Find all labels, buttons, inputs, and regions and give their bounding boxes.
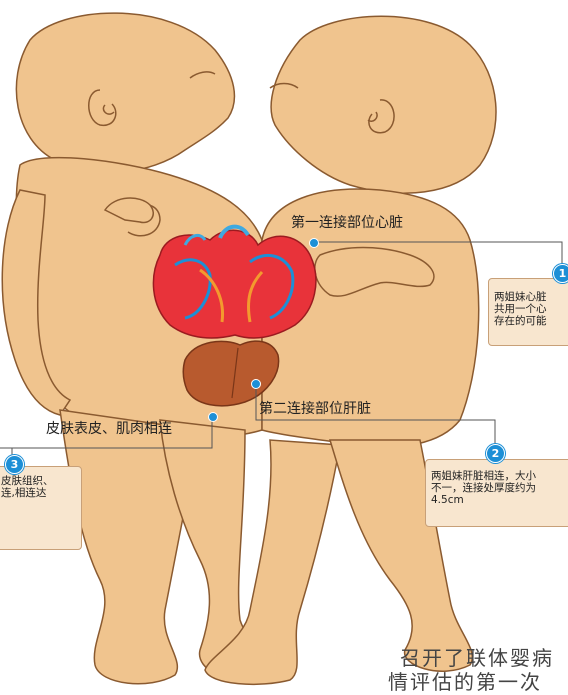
liver-number-badge: 2 [486,444,505,463]
liver-callout-line3: 4.5cm [431,494,568,506]
liver-connection-dot [251,379,261,389]
liver-callout-line2: 不一，连接处厚度约为 [431,482,568,494]
skin-callout-line1: 皮肤组织、 [1,475,76,487]
skin-number-badge: 3 [5,455,24,474]
liver-callout-line1: 两姐妹肝脏相连，大小 [431,470,568,482]
heart-callout-box: 两姐妹心脏 共用一个心 存在的可能 [488,278,568,346]
skin-callout-line2: 连,相连达 [1,487,76,499]
heart-number-badge: 1 [553,264,568,283]
caption-line-2: 情评估的第一次 [388,666,542,695]
heart-callout-line1: 两姐妹心脏 [494,291,568,303]
skin-connection-label: 皮肤表皮、肌肉相连 [46,418,172,438]
heart-illustration [153,227,315,338]
heart-callout-line3: 存在的可能 [494,315,568,327]
skin-callout-box: 皮肤组织、 连,相连达 [0,466,82,550]
heart-connection-dot [309,238,319,248]
heart-connection-label: 第一连接部位心脏 [291,212,403,232]
liver-callout-box: 两姐妹肝脏相连，大小 不一，连接处厚度约为 4.5cm [425,459,568,527]
skin-connection-dot [208,412,218,422]
heart-callout-line2: 共用一个心 [494,303,568,315]
liver-connection-label: 第二连接部位肝脏 [259,398,371,418]
